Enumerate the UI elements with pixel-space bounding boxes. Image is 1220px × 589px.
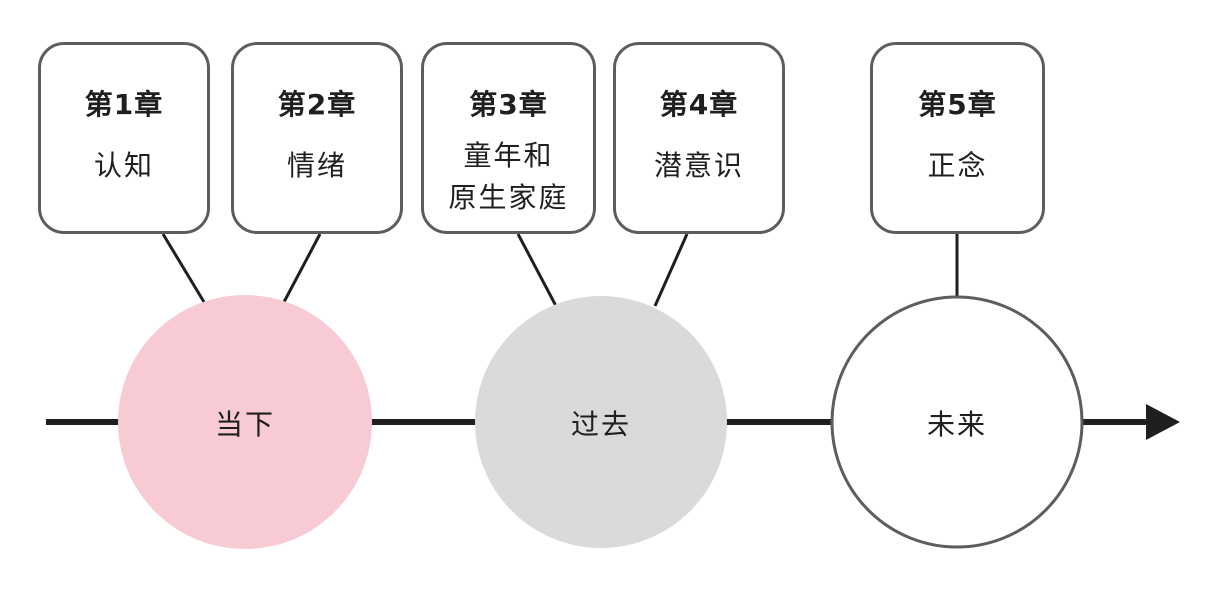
connector-chapter2 [282,233,322,303]
chapter-number: 第4章 [659,88,739,121]
chapter-box-1: 第1章 认知 [38,42,210,234]
chapter-topic: 潜意识 [653,149,744,182]
connector-chapter3 [516,233,558,307]
chapter-topic: 情绪 [286,149,347,182]
period-circle-past [475,296,727,548]
chapter-topic: 童年和 原生家庭 [448,139,569,214]
chapter-box-2: 第2章 情绪 [231,42,403,234]
connector-chapter4 [653,233,689,307]
period-label-future: 未来 [926,408,988,441]
period-label-present: 当下 [214,408,276,441]
chapter-number: 第5章 [918,88,997,121]
chapter-topic: 正念 [927,149,988,182]
chapter-number: 第1章 [84,88,164,121]
period-label-past: 过去 [570,408,632,441]
period-circle-present [118,295,372,549]
chapter-box-3: 第3章 童年和 原生家庭 [421,42,596,234]
chapter-number: 第2章 [277,88,357,121]
chapter-box-4: 第4章 潜意识 [613,42,785,234]
timeline-arrowhead [1146,404,1180,440]
chapter-number: 第3章 [469,88,548,121]
chapter-topic: 认知 [93,149,154,182]
chapter-box-5: 第5章 正念 [870,42,1045,234]
connector-chapter1 [161,233,206,303]
period-circle-future [830,295,1084,549]
